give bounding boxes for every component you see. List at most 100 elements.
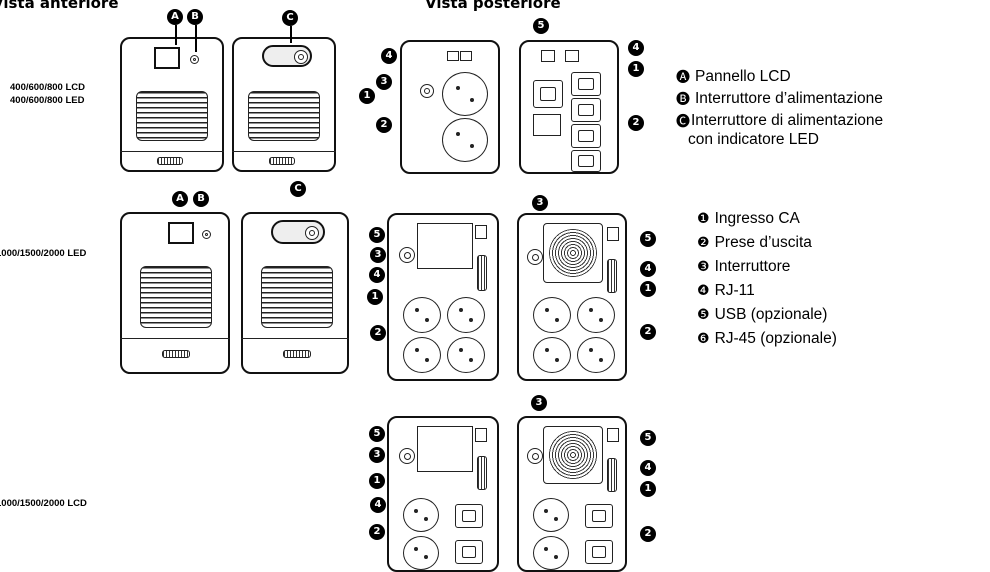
label-area (417, 223, 473, 269)
legend-item-2: ❷ Prese d’uscita (697, 231, 837, 255)
schuko-socket (533, 337, 571, 373)
usb-port (607, 428, 619, 442)
legend-label-b: Interruttore d’alimentazione (695, 90, 883, 108)
ups-rear-schuko-small (400, 40, 500, 174)
ups-rear-iec-small (519, 40, 619, 174)
led-panel (271, 220, 325, 244)
fuse-cover (533, 114, 561, 136)
iec-outlet (455, 540, 483, 564)
badge-3: 3 (531, 395, 547, 411)
rj11-port (447, 51, 459, 61)
marker-3-icon: ❸ (697, 259, 710, 275)
badge-a: A (172, 191, 188, 207)
ups-front-lcd-large (120, 212, 230, 374)
badge-b: B (193, 191, 209, 207)
schuko-socket (403, 536, 439, 570)
legend-item-c: 🅒 Interruttore di alimentazione (676, 111, 883, 131)
leader-b (195, 25, 197, 52)
label-area (417, 426, 473, 472)
marker-b-icon: 🅑 (676, 89, 690, 109)
badge-1: 1 (640, 281, 656, 297)
legend-item-1: ❶ Ingresso CA (697, 207, 837, 231)
badge-2: 2 (370, 325, 386, 341)
schuko-socket (533, 498, 569, 532)
iec-outlet (585, 504, 613, 528)
legend-item-4: ❹ RJ-11 (697, 279, 837, 303)
badge-c: C (290, 181, 306, 197)
badge-4: 4 (381, 48, 397, 64)
badge-5: 5 (533, 18, 549, 34)
brand-plate (283, 350, 311, 358)
badge-5: 5 (369, 426, 385, 442)
front-grille (261, 266, 333, 328)
badge-2: 2 (640, 526, 656, 542)
marker-5-icon: ❺ (697, 307, 710, 323)
badge-b: B (187, 9, 203, 25)
schuko-socket (403, 498, 439, 532)
legend-item-a: 🅐 Pannello LCD (676, 67, 883, 87)
rear-view-header: Vista posteriore (425, 0, 561, 12)
iec-outlet (571, 150, 601, 172)
ups-front-led-small (232, 37, 336, 172)
legend-label-c-cont: con indicatore LED (688, 131, 819, 149)
badge-1: 1 (367, 289, 383, 305)
ups-rear-mixed-lcd (387, 416, 499, 572)
ac-inlet (533, 80, 563, 108)
badge-1: 1 (640, 481, 656, 497)
breaker (527, 448, 543, 464)
badge-3: 3 (532, 195, 548, 211)
legend-label-3: Interruttore (715, 258, 791, 276)
ups-rear-schuko-large (387, 213, 499, 381)
usb-port (475, 428, 487, 442)
rj11-port-2 (460, 51, 472, 61)
led-power-button (294, 50, 308, 64)
legend-label-5: USB (opzionale) (715, 306, 828, 324)
led-power-button (305, 226, 319, 240)
legend-item-c-cont: con indicatore LED (676, 131, 883, 149)
legend-letters: 🅐 Pannello LCD 🅑 Interruttore d’alimenta… (676, 67, 883, 149)
badge-a: A (167, 9, 183, 25)
breaker (399, 448, 415, 464)
usb-port (607, 227, 619, 241)
iec-outlet (571, 98, 601, 122)
badge-3: 3 (376, 74, 392, 90)
schuko-socket (442, 118, 488, 162)
badge-5: 5 (369, 227, 385, 243)
model-label-400-lcd: 400/600/800 LCD (10, 81, 85, 94)
badge-2: 2 (628, 115, 644, 131)
brand-plate (162, 350, 190, 358)
front-grille (140, 266, 212, 328)
ups-front-lcd-small (120, 37, 224, 172)
marker-a-icon: 🅐 (676, 67, 690, 87)
badge-3: 3 (370, 247, 386, 263)
iec-outlet (585, 540, 613, 564)
rj11-block (477, 255, 487, 291)
badge-1: 1 (359, 88, 375, 104)
lcd-panel (154, 47, 180, 69)
badge-2: 2 (369, 524, 385, 540)
cooling-fan (543, 426, 603, 484)
badge-4: 4 (370, 497, 386, 513)
schuko-socket (577, 337, 615, 373)
legend-item-5: ❺ USB (opzionale) (697, 303, 837, 327)
front-view-header: Vista anteriore (0, 0, 119, 12)
legend-item-3: ❸ Interruttore (697, 255, 837, 279)
iec-outlet (571, 124, 601, 148)
ups-front-led-large (241, 212, 349, 374)
legend-item-6: ❻ RJ-45 (opzionale) (697, 327, 837, 351)
legend-label-a: Pannello LCD (695, 68, 791, 86)
leader-c (290, 26, 292, 43)
usb-port (475, 225, 487, 239)
cooling-fan (543, 223, 603, 283)
led-panel (262, 45, 312, 67)
badge-4: 4 (628, 40, 644, 56)
schuko-socket (442, 72, 488, 116)
schuko-socket (447, 297, 485, 333)
iec-outlet (571, 72, 601, 96)
brand-plate (269, 157, 295, 165)
marker-1-icon: ❶ (697, 211, 710, 227)
badge-1: 1 (628, 61, 644, 77)
legend-label-2: Prese d’uscita (715, 234, 812, 252)
badge-4: 4 (640, 460, 656, 476)
legend-label-6: RJ-45 (opzionale) (715, 330, 837, 348)
